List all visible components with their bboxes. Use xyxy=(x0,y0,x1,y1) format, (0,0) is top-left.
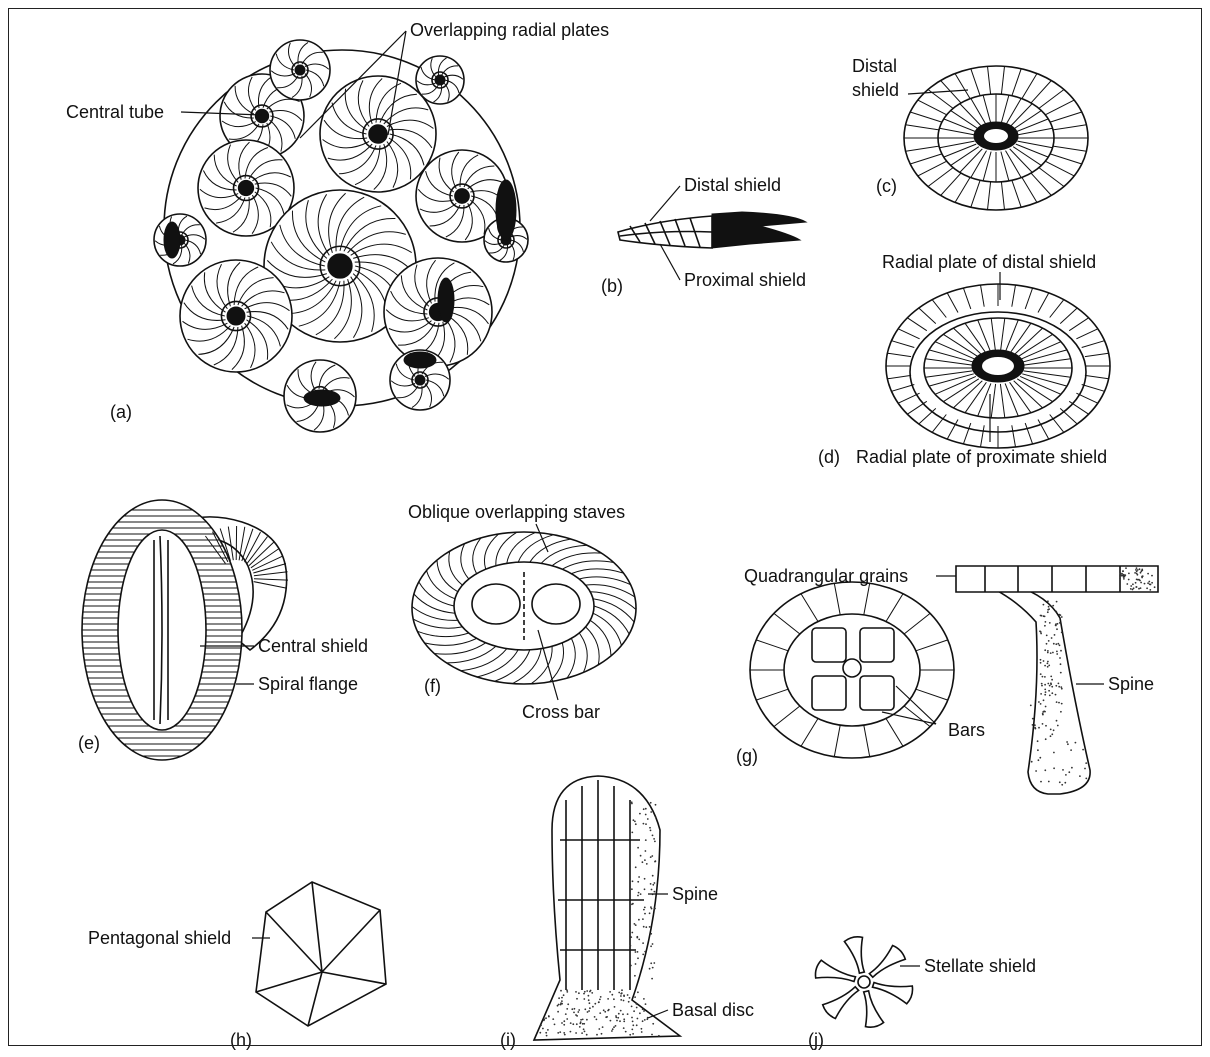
figure-frame xyxy=(8,8,1202,1046)
